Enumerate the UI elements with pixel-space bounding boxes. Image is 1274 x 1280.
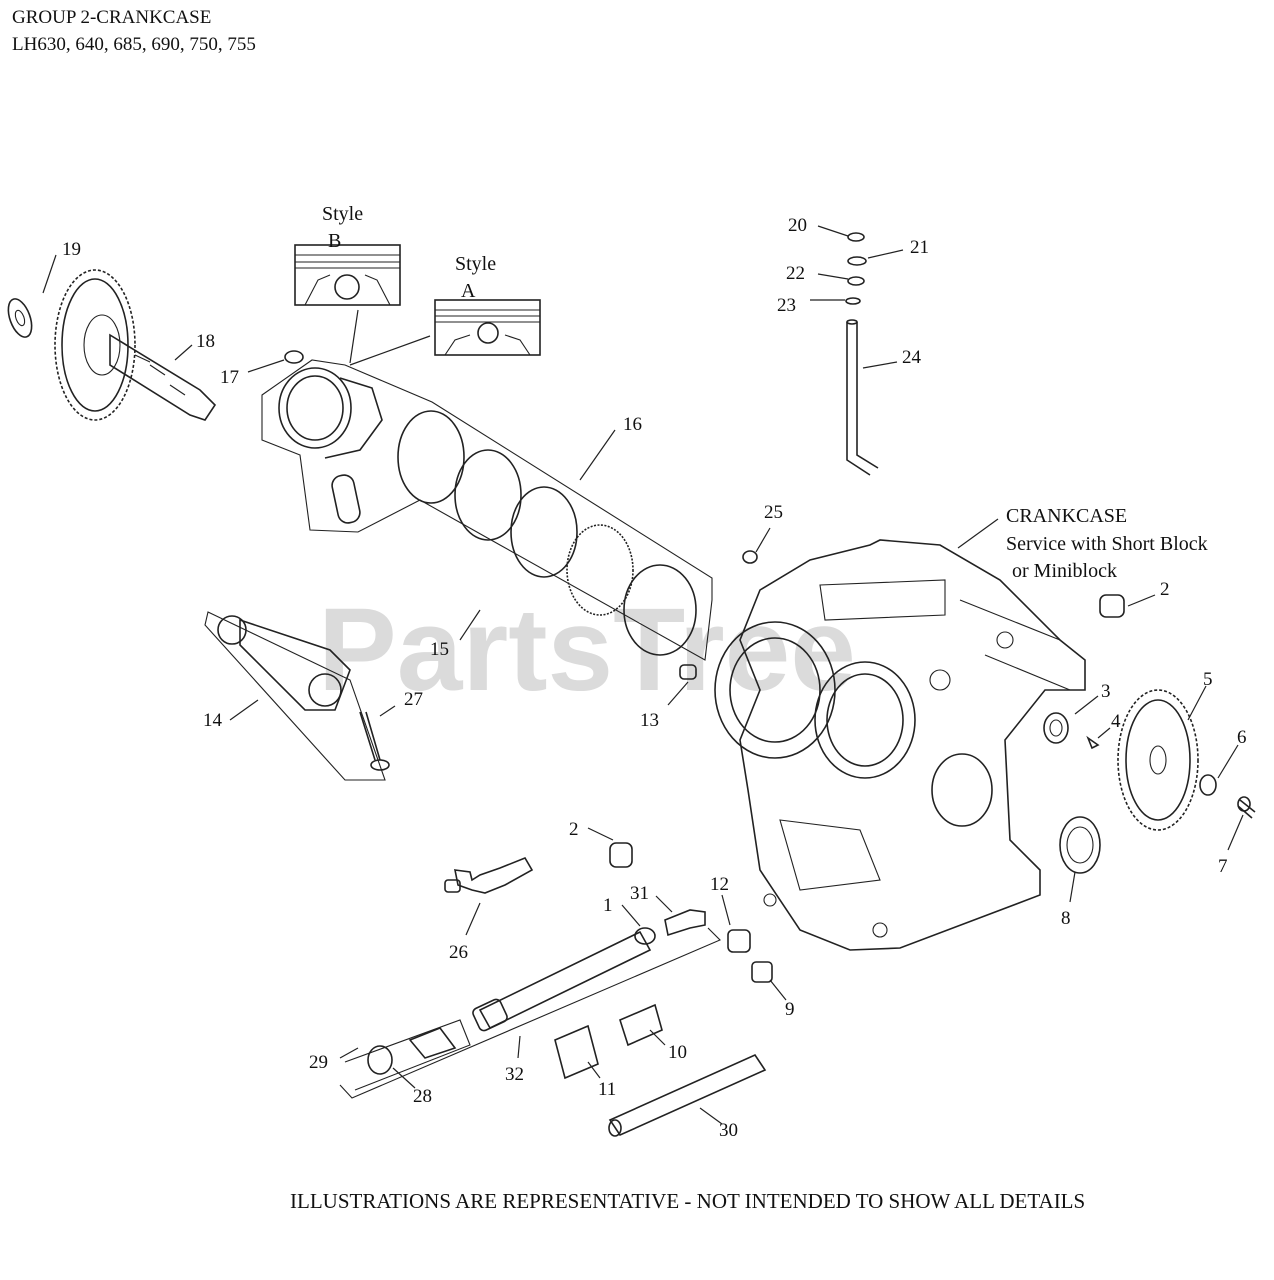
leader-lines [42,225,1244,1125]
model-list: LH630, 640, 685, 690, 750, 755 [12,34,256,55]
callout-32: 32 [505,1064,524,1085]
callout-25: 25 [764,502,783,523]
part-26-fitting [444,857,534,894]
callout-27: 27 [404,689,423,710]
part-11-sleeve [554,1024,599,1080]
callout-29: 29 [309,1052,328,1073]
crankcase-miniblock-note: or Miniblock [1012,560,1117,582]
callout-30: 30 [719,1120,738,1141]
callout-1: 1 [603,895,613,916]
part-18-camshaft [54,269,217,421]
part-7-bolt [1237,796,1256,819]
part-6-washer [1199,774,1217,796]
callout-14: 14 [203,710,223,731]
callout-9: 9 [785,999,795,1020]
callout-17: 17 [220,367,239,388]
callout-4: 4 [1111,711,1121,732]
callout-2-lower: 2 [569,819,579,840]
callout-6: 6 [1237,727,1247,748]
part-2-bushing-lower [609,842,633,868]
part-12-plug [727,929,751,953]
part-19-washer [7,298,33,338]
callout-18: 18 [196,331,215,352]
callout-16: 16 [623,414,642,435]
part-9-plug [751,961,773,983]
callout-8: 8 [1061,908,1071,929]
part-25-plug [742,550,758,564]
part-13-dowel [679,664,697,680]
callout-28: 28 [413,1086,432,1107]
callout-numbers: 19 18 17 16 15 14 27 13 25 20 21 22 23 2… [62,215,1247,1141]
part-8-seal [1059,816,1101,874]
callout-22: 22 [786,263,805,284]
crankcase-block [714,539,1086,951]
callout-12: 12 [710,874,729,895]
piston-ring-group [261,350,713,661]
callout-7: 7 [1218,856,1228,877]
callout-20: 20 [788,215,807,236]
callout-3: 3 [1101,681,1111,702]
style-a-label-line2: A [461,280,476,302]
part-2-bushing-right [1099,594,1125,618]
piston-style-a [434,299,541,356]
callout-31: 31 [630,883,649,904]
part-1-clamp [634,927,656,945]
callout-2-crankcase: 2 [1160,579,1170,600]
crankcase-label: CRANKCASE [1006,505,1127,527]
part-5-gear [1117,689,1199,831]
watermark: PartsTree [318,584,856,716]
callout-15: 15 [430,639,449,660]
callout-23: 23 [777,295,796,316]
callout-10: 10 [668,1042,687,1063]
piston-style-b [294,244,401,306]
style-b-label-line1: Style [322,203,363,225]
callout-5: 5 [1203,669,1213,690]
part-31-fitting [664,909,706,937]
callout-11: 11 [598,1079,616,1100]
callout-13: 13 [640,710,659,731]
part-32-tube [339,927,721,1099]
callout-26: 26 [449,942,468,963]
style-b-label-line2: B [328,230,341,252]
part-30-shaft [608,1053,767,1137]
crankcase-service-note: Service with Short Block [1006,533,1208,555]
callout-19: 19 [62,239,81,260]
part-28-29-fitting [344,1019,471,1091]
style-a-label-line1: Style [455,253,496,275]
part-4-key [1086,735,1100,750]
callout-24: 24 [902,347,922,368]
diagram-title: GROUP 2-CRANKCASE [12,7,212,28]
parts-20-24-breather [845,232,879,476]
part-10-sleeve [619,1003,663,1047]
part-3-seal [1043,712,1069,744]
part-14-connecting-rod [204,611,390,781]
disclaimer-footer: ILLUSTRATIONS ARE REPRESENTATIVE - NOT I… [290,1189,1086,1213]
callout-21: 21 [910,237,929,258]
